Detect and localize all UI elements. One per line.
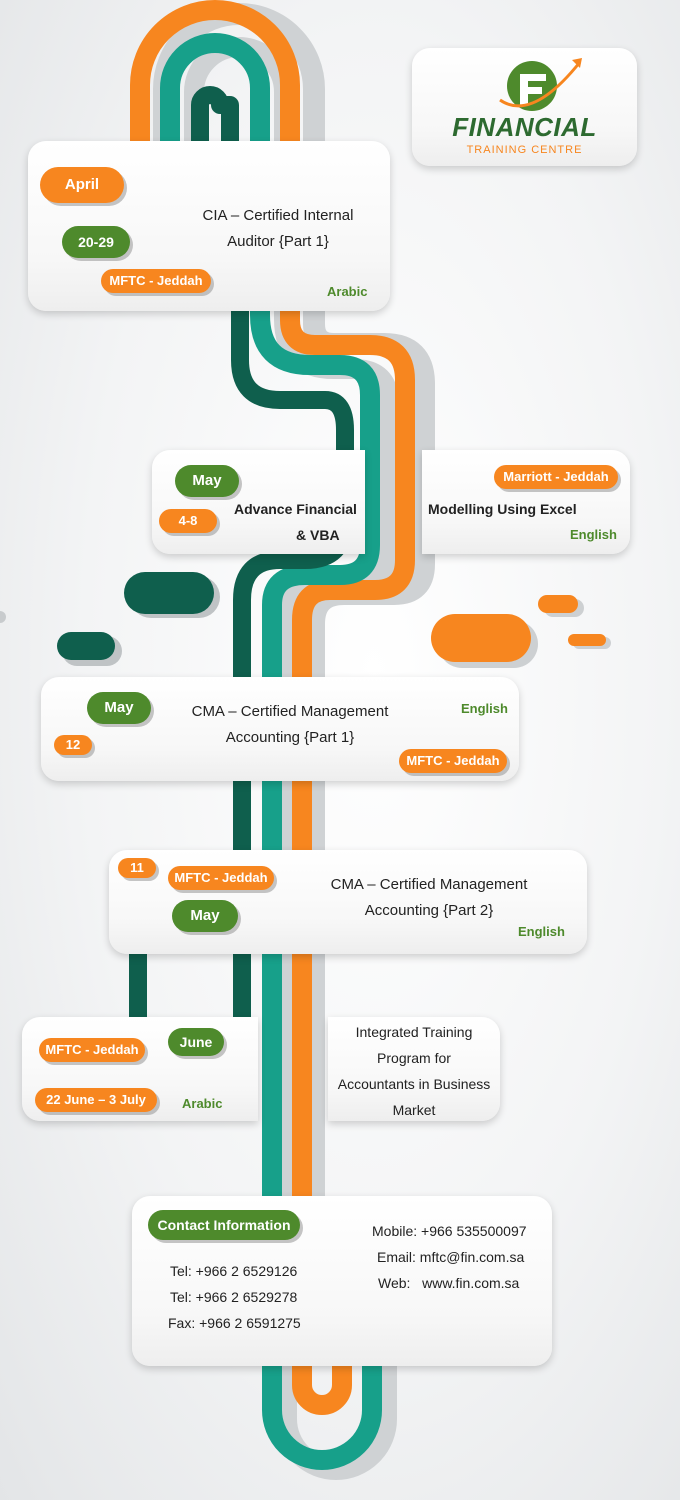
course-4-month: May — [172, 900, 238, 932]
course-3-month: May — [87, 692, 151, 724]
course-2-language: English — [570, 527, 617, 542]
course-1-title: CIA – Certified Internal Auditor {Part 1… — [202, 207, 354, 250]
contact-heading: Contact Information — [148, 1210, 300, 1240]
course-3-dates: 12 — [54, 735, 92, 755]
course-2-title-line2: & VBA — [296, 527, 340, 543]
contact-tel-1: Tel: +966 2 6529126 — [170, 1263, 298, 1279]
course-1-month: April — [40, 167, 124, 203]
logo-card: FINANCIAL TRAINING CENTRE — [412, 48, 637, 166]
brand-subtitle: TRAINING CENTRE — [466, 144, 583, 156]
course-5-dates: 22 June – 3 July — [35, 1088, 157, 1112]
course-2-title-right: Modelling Using Excel — [428, 501, 577, 517]
course-3-venue: MFTC - Jeddah — [399, 749, 507, 773]
course-2-title-left: Advance Financial — [234, 501, 357, 517]
contact-fax: Fax: +966 2 6591275 — [168, 1315, 301, 1331]
course-5-venue: MFTC - Jeddah — [39, 1038, 145, 1062]
course-4-venue: MFTC - Jeddah — [168, 866, 274, 890]
course-2-dates: 4-8 — [159, 509, 217, 533]
financial-logo-icon — [499, 58, 582, 111]
course-1-language: Arabic — [327, 284, 368, 299]
contact-tel-2: Tel: +966 2 6529278 — [170, 1289, 298, 1305]
course-2-venue: Marriott - Jeddah — [494, 465, 618, 489]
course-5-language: Arabic — [182, 1096, 223, 1111]
course-2-month: May — [175, 465, 239, 497]
course-card-integrated-right — [328, 1017, 500, 1121]
course-4-dates: 11 — [118, 858, 156, 878]
contact-email: Email: mftc@fin.com.sa — [377, 1249, 525, 1265]
course-1-venue: MFTC - Jeddah — [101, 269, 211, 293]
course-4-title: CMA – Certified Management Accounting {P… — [330, 876, 528, 919]
contact-mobile: Mobile: +966 535500097 — [372, 1223, 527, 1239]
course-5-title: Integrated Training Program for Accounta… — [337, 1024, 491, 1118]
course-5-month: June — [168, 1028, 224, 1056]
course-1-dates: 20-29 — [62, 226, 130, 258]
brand-name: FINANCIAL — [452, 112, 597, 142]
course-3-language: English — [461, 701, 508, 716]
contact-web: Web: www.fin.com.sa — [378, 1275, 520, 1291]
course-3-title: CMA – Certified Management Accounting {P… — [191, 703, 389, 746]
course-4-language: English — [518, 924, 565, 939]
